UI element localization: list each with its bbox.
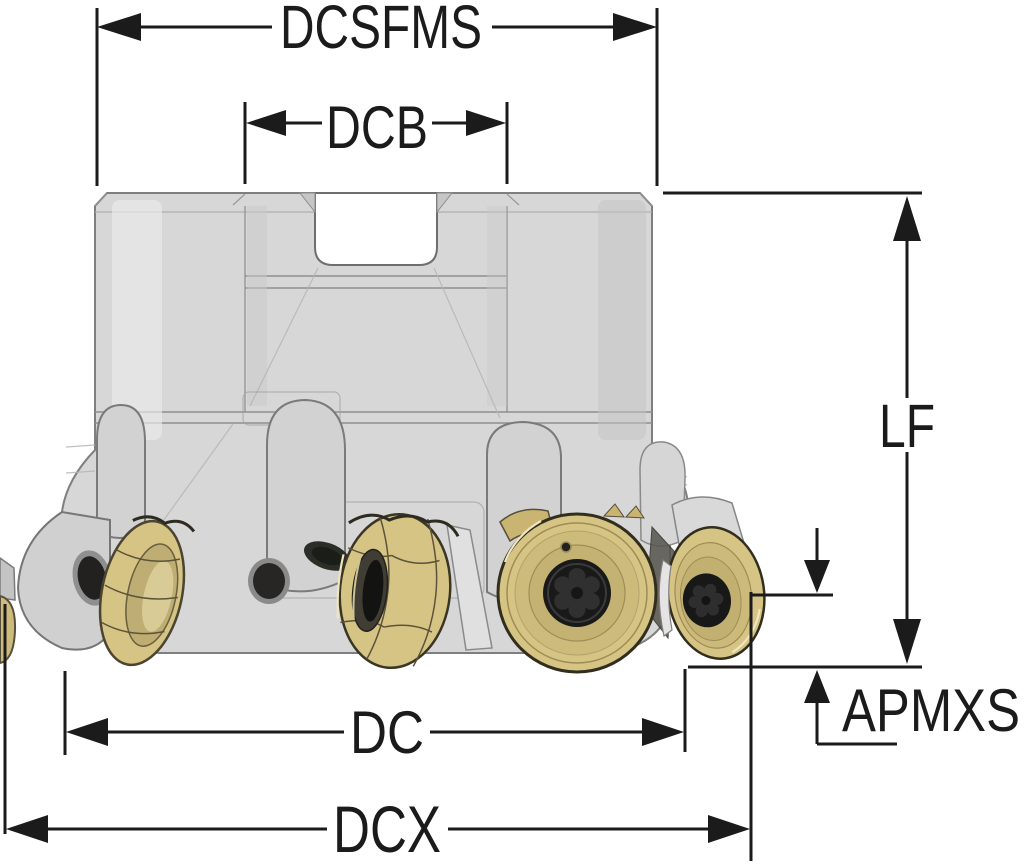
insert-seat-crest <box>348 513 460 538</box>
mounting-hole-middle <box>248 558 290 604</box>
insert-groove <box>100 621 165 635</box>
dcb-arrowhead-right <box>466 110 506 136</box>
dimension-lf: LF <box>663 191 935 669</box>
insert-front-large <box>496 512 658 674</box>
torx-core <box>701 595 711 605</box>
flare-line-left <box>65 470 96 474</box>
left-edge-gray-cap <box>0 557 16 601</box>
insert-rim-light <box>336 554 345 619</box>
insert-gold-sliver <box>624 505 645 519</box>
dimension-dc: DC <box>63 669 687 766</box>
dcx-arrowhead-left <box>6 815 48 843</box>
hub-shadow <box>247 206 267 406</box>
angled-pocket-shadow <box>304 541 350 571</box>
apmxs-arrowhead-up <box>804 670 830 703</box>
hub-shadow <box>487 206 507 406</box>
insert-seat-crest <box>132 515 196 533</box>
reflection-line <box>249 267 319 407</box>
insert-groove <box>116 549 181 562</box>
torx-screw <box>688 583 724 618</box>
pin-hole <box>560 541 572 553</box>
insert-groove <box>104 584 178 600</box>
dimension-dcx: DCX <box>3 592 753 866</box>
slot-chamfer <box>298 192 316 214</box>
insert-ring-line <box>506 522 648 664</box>
insert-scallop-line <box>366 515 390 660</box>
dcb-arrowhead-left <box>246 110 286 136</box>
screw-recess-ring <box>547 563 607 623</box>
dcx-arrowhead-right <box>708 815 750 843</box>
insert-middle-ring <box>336 512 460 670</box>
dimension-dcb: DCB <box>243 94 509 184</box>
insert-bore-glint <box>352 557 362 620</box>
shadow-blob-core <box>311 546 343 566</box>
dcb-label: DCB <box>326 94 428 161</box>
hub-chamfer-right <box>506 193 520 206</box>
reflection-line <box>157 423 234 529</box>
dimension-apmxs: APMXS <box>752 528 1020 746</box>
dc-label: DC <box>350 699 424 766</box>
dcsfms-label: DCSFMS <box>280 0 482 61</box>
chip-pocket-lobe <box>96 403 146 539</box>
left-outer-lobe <box>16 510 111 651</box>
body-corner-left <box>94 192 108 207</box>
dc-arrowhead-left <box>66 718 108 746</box>
dimension-dcsfms: DCSFMS <box>95 0 659 186</box>
apmxs-arrowhead-down <box>804 560 830 593</box>
flare-line-left <box>65 444 96 448</box>
slot-chamfer <box>436 192 454 214</box>
dcsfms-arrowhead-right <box>613 13 657 41</box>
dc-arrowhead-right <box>642 718 684 746</box>
cutter-body <box>0 192 766 674</box>
drive-slot <box>314 192 438 266</box>
insert-right <box>666 526 766 660</box>
dcsfms-arrowhead-left <box>97 13 141 41</box>
lf-arrowhead-down <box>893 619 921 664</box>
insert-ring-bore <box>142 560 174 632</box>
body-highlight <box>112 200 162 440</box>
insert-scallop-line <box>412 518 438 667</box>
reflection-line <box>433 267 501 419</box>
dcx-label: DCX <box>333 792 441 866</box>
insert-gold-sliver <box>602 503 625 518</box>
body-corner-right <box>639 192 653 207</box>
body-shadow <box>598 200 646 440</box>
torx-core <box>571 587 583 599</box>
insert-left-edge-sliver <box>0 594 17 665</box>
clamp-blade <box>658 558 673 638</box>
apmxs-label: APMXS <box>842 677 1020 744</box>
insert-bore <box>362 559 384 622</box>
clamp-wedge <box>446 524 493 651</box>
insert-rim-light <box>503 520 542 563</box>
lf-arrowhead-up <box>893 196 921 241</box>
hole-bore <box>253 563 285 599</box>
hub-chamfer-left <box>232 193 246 206</box>
lf-label: LF <box>879 392 935 460</box>
hole-bore <box>77 556 107 600</box>
insert-side-ring-left <box>98 515 196 667</box>
torx-screw <box>554 568 600 618</box>
